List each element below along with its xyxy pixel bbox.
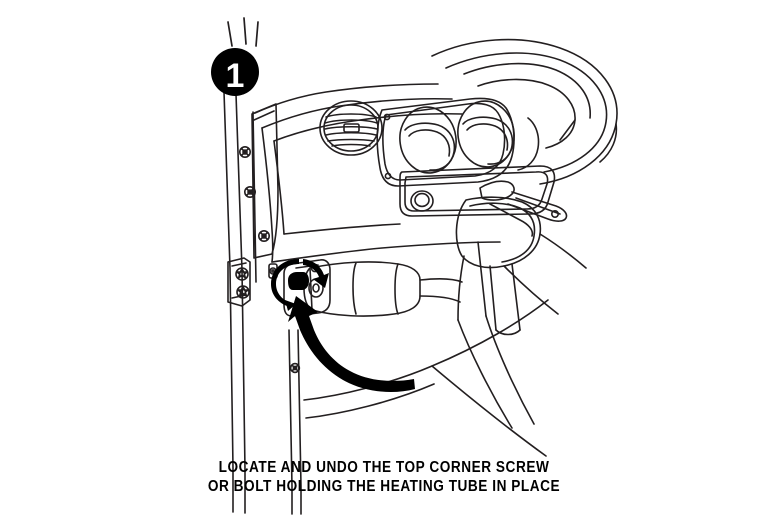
screw-icon <box>235 267 249 281</box>
steering-column-shroud <box>455 196 542 336</box>
dash-knob <box>410 190 434 212</box>
gauge-left <box>399 106 457 174</box>
column-lower-brace <box>457 241 487 321</box>
screw-icon <box>257 230 270 243</box>
step-badge-circle <box>211 48 259 96</box>
lower-pillar-screw <box>289 362 301 374</box>
unscrew-rotation-arrow <box>271 259 329 311</box>
lower-dash-panel <box>399 165 556 217</box>
cluster-corner-screw <box>383 113 391 121</box>
air-vent <box>319 100 383 156</box>
cluster-corner-screw <box>384 172 392 180</box>
lower-right-trim <box>503 233 587 315</box>
door-pillar-frame <box>223 91 302 515</box>
gauge-right <box>457 100 515 168</box>
screw-icon <box>239 146 252 159</box>
step-badge: 1 <box>211 48 259 96</box>
screw-icon <box>236 285 250 299</box>
curved-pointer-arrow <box>288 296 415 392</box>
instrument-cluster-panel <box>376 97 515 187</box>
seat-and-floor-edges <box>303 299 549 457</box>
heating-tube <box>303 261 463 317</box>
pillar-screws <box>239 146 270 243</box>
door-hinge-bracket <box>227 257 251 307</box>
step-badge-number: 1 <box>226 57 245 95</box>
screw-icon <box>244 186 257 199</box>
steering-wheel <box>431 38 618 185</box>
dash-fascia <box>261 127 501 263</box>
badge-emphasis-strokes <box>227 17 259 47</box>
target-bolt-head <box>288 272 309 290</box>
line-art-group <box>223 17 618 515</box>
